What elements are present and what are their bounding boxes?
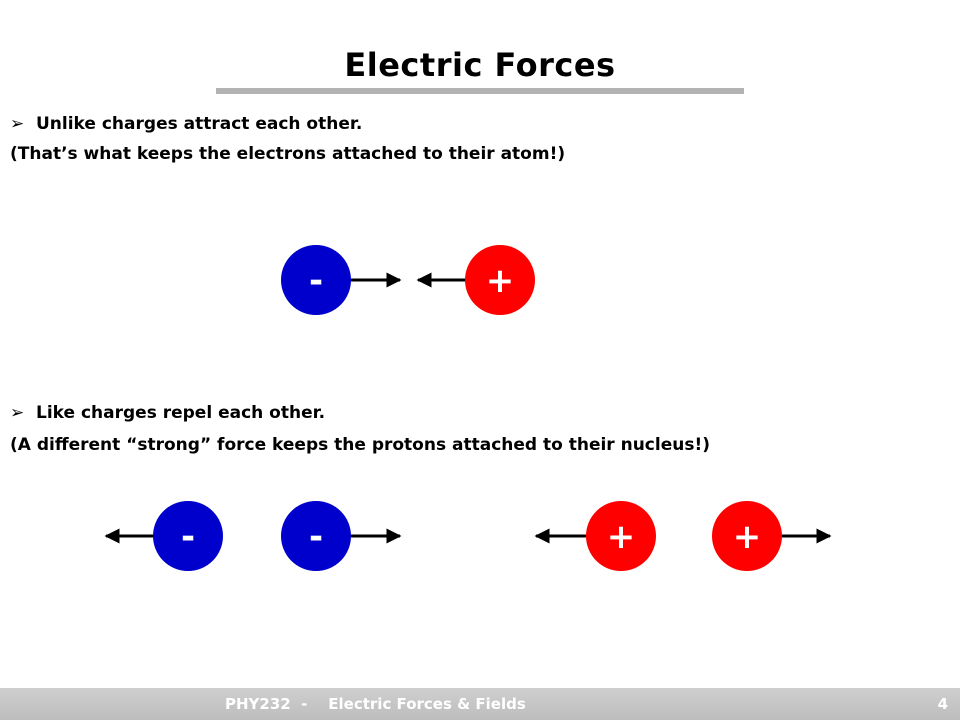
charge-symbol: +: [733, 517, 762, 557]
bullet-unlike-charges: ➢ Unlike charges attract each other.: [10, 114, 362, 134]
negative-charge: -: [153, 501, 223, 571]
footer-course-title: PHY232 - Electric Forces & Fields: [225, 695, 526, 713]
arrow-bullet-icon: ➢: [10, 114, 25, 134]
positive-charge: +: [586, 501, 656, 571]
negative-charge: -: [281, 501, 351, 571]
footer-bar: PHY232 - Electric Forces & Fields 4: [0, 688, 960, 720]
charge-symbol: +: [607, 517, 636, 557]
charge-symbol: -: [309, 261, 323, 301]
charge-symbol: -: [181, 517, 195, 557]
charge-symbol: -: [309, 517, 323, 557]
bullet-unlike-text: Unlike charges attract each other.: [36, 114, 363, 134]
note-electrons-atom: (That’s what keeps the electrons attache…: [10, 144, 566, 164]
negative-charge: -: [281, 245, 351, 315]
page-number: 4: [937, 695, 948, 713]
positive-charge: +: [465, 245, 535, 315]
positive-charge: +: [712, 501, 782, 571]
arrow-bullet-icon: ➢: [10, 403, 25, 423]
charge-symbol: +: [486, 261, 515, 301]
charge-diagram: - + - - + +: [104, 245, 832, 571]
slide-title: Electric Forces: [344, 46, 616, 84]
bullet-like-charges: ➢ Like charges repel each other.: [10, 403, 325, 423]
bullet-like-text: Like charges repel each other.: [36, 403, 326, 423]
note-strong-force: (A different “strong” force keeps the pr…: [10, 435, 710, 455]
title-underline: [216, 88, 744, 94]
